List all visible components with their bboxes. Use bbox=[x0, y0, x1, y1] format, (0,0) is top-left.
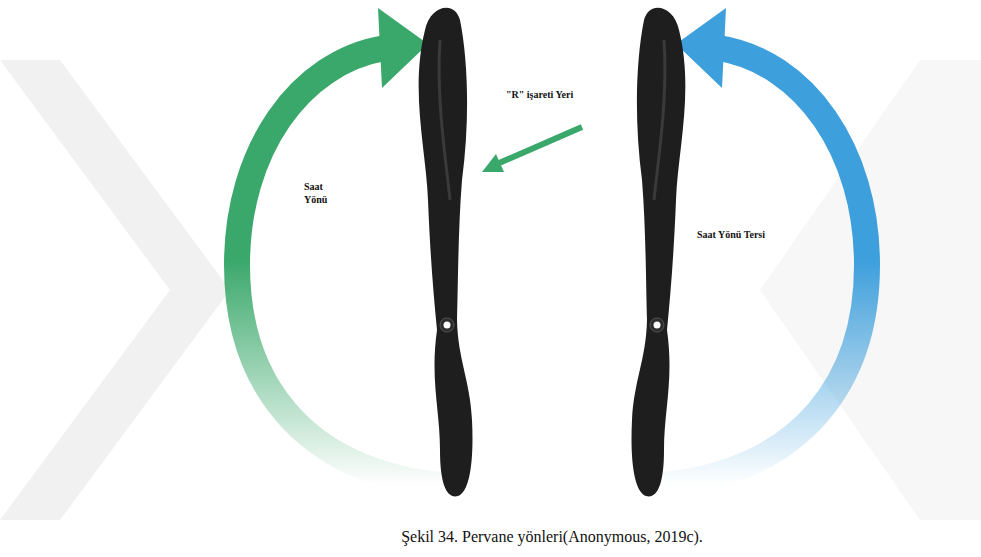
clockwise-arrow bbox=[237, 8, 440, 485]
direction-label: Saat Yönü Tersi bbox=[697, 228, 827, 241]
direction-label: Saat Yönü bbox=[304, 180, 344, 206]
counterclockwise-arrow bbox=[664, 8, 867, 485]
propeller bbox=[632, 8, 686, 497]
figure-caption: Şekil 34. Pervane yönleri(Anonymous, 201… bbox=[401, 528, 703, 546]
propeller bbox=[419, 8, 473, 497]
leader-arrow bbox=[482, 127, 582, 172]
mark-label: "R" işareti Yeri bbox=[506, 88, 574, 101]
